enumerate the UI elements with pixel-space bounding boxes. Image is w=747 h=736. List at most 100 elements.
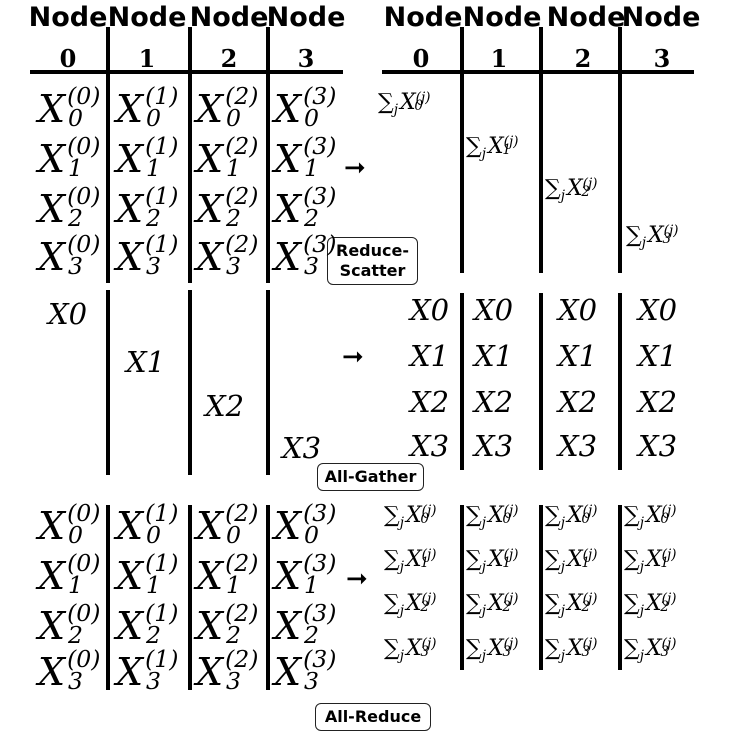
- ar-output-sum1-node3-sigma: ∑: [624, 547, 640, 572]
- ar-output-sum3-node3-sum-index: j: [639, 647, 644, 664]
- ar-output-sum2-node1-x: X: [487, 591, 504, 616]
- ar-output-sum3-node1-sup: (j): [503, 635, 519, 652]
- ar-output-sum1-node2-sum-index: j: [560, 558, 565, 575]
- ar-output-sum1-node3-x: X: [645, 547, 662, 572]
- rs-output-sum0-sup: (j): [415, 89, 431, 106]
- rs-input-x3-node2-sup: (2): [225, 230, 259, 259]
- ar-output-sum1-node0-sub: 1: [420, 555, 429, 572]
- ar-output-sum2-node1-sub: 2: [502, 599, 511, 616]
- ar-output-sum2-node3-sum-index: j: [639, 602, 644, 619]
- ar-input-x0-node3-sup: (3): [303, 499, 337, 528]
- ar-output-sum3-node3: ∑jX(j)3: [624, 635, 677, 663]
- ar-output-sum2-node2-sum-index: j: [560, 602, 565, 619]
- rs-output-sum3: ∑jX(j)3: [626, 223, 678, 250]
- ar-input-x1-node0-sup: (0): [67, 549, 101, 578]
- ar-input-x3-node1-sup: (1): [145, 645, 179, 674]
- rs-input-x1-node1-base: X: [116, 137, 144, 181]
- ar-input-x0-node2-sup: (2): [225, 499, 259, 528]
- rs-input-x3-node3-base: X: [274, 235, 302, 279]
- ar-output-sum0-node0-sum-index: j: [399, 514, 404, 531]
- ar-output-sum3-node3-sub: 3: [660, 644, 669, 661]
- all-gather-label: All-Gather: [317, 463, 424, 491]
- ar-output-sum0-node3-sub: 0: [660, 511, 669, 528]
- ar-output-sum2-node1-sup: (j): [503, 590, 519, 607]
- ar-input-x3-node0-sup: (0): [67, 645, 101, 674]
- ag-output-x2-node0: X2: [410, 385, 450, 419]
- ar-input-x3-node3-sub: 3: [304, 666, 319, 695]
- ag-output-x2-node1: X2: [474, 385, 514, 419]
- ag-input-x2: X2: [205, 389, 245, 423]
- ar-output-sum3-node0-sup: (j): [421, 635, 437, 652]
- ar-input-x1-node1-sup: (1): [145, 549, 179, 578]
- rs-input-x2-node0-sup: (0): [67, 182, 101, 211]
- ar-output-sum2-node0-sup: (j): [421, 590, 437, 607]
- rs-input-x1-node0-sup: (0): [67, 132, 101, 161]
- ar-output-sum1-node1-sup: (j): [503, 546, 519, 563]
- ar-input-x3-node0: X(0)3: [38, 648, 100, 693]
- ar-output-sum3-node0-sigma: ∑: [384, 636, 400, 661]
- ar-output-sum3-node3-sup: (j): [661, 635, 677, 652]
- ar-output-sum1-node1-sigma: ∑: [466, 547, 482, 572]
- rs-input-x1-node2: X(2)1: [196, 135, 258, 180]
- ar-input-x0-node1-base: X: [116, 504, 144, 548]
- ag-output-x2-node3: X2: [638, 385, 678, 419]
- ar-output-sum0-node0-sup: (j): [421, 502, 437, 519]
- ar-input-x2-node2-sup: (2): [225, 599, 259, 628]
- right-node-index-1: 1: [490, 44, 508, 73]
- ar-output-sum2-node0-sum-index: j: [399, 602, 404, 619]
- rs-output-sum3-x: X: [647, 223, 664, 248]
- ar-output-sum3-node2-x: X: [566, 636, 583, 661]
- ar-input-x2-node2-sub: 2: [226, 620, 241, 649]
- rs-output-sum1-sub: 1: [502, 142, 511, 159]
- rs-input-x0-node0: X(0)0: [38, 85, 100, 132]
- rs-output-sum3-sum-index: j: [641, 234, 646, 251]
- rs-output-sum2-sigma: ∑: [545, 176, 561, 201]
- ar-output-sum3-node2-sub: 3: [581, 644, 590, 661]
- ag-output-x0-node3: X0: [638, 293, 678, 327]
- ag-output-x2-node2: X2: [558, 385, 598, 419]
- ar-output-sum1-node1-sub: 1: [502, 555, 511, 572]
- rs-input-x0-node1: X(1)0: [116, 85, 178, 130]
- rs-output-sum3-sub: 3: [662, 231, 671, 248]
- rs-output-sum2-sum-index: j: [560, 187, 565, 204]
- ar-input-x2-node3-sub: 2: [304, 620, 319, 649]
- ar-output-sum3-node3-x: X: [645, 636, 662, 661]
- rs-output-sum0-x: X: [399, 90, 416, 115]
- ar-input-x3-node2-sub: 3: [226, 666, 241, 695]
- ar-input-x2-node0-base: X: [38, 604, 66, 648]
- all-reduce-label: All-Reduce: [315, 703, 431, 731]
- ar-output-sum2-node1-sigma: ∑: [466, 591, 482, 616]
- rs-input-x2-node0-base: X: [38, 187, 66, 231]
- ar-input-x2-node1-base: X: [116, 604, 144, 648]
- ag-input-x1: X1: [126, 345, 166, 379]
- ar-output-sum0-node2-sigma: ∑: [545, 503, 561, 528]
- rs-output-sum1-sup: (j): [503, 133, 519, 150]
- ar-input-x2-node1: X(1)2: [116, 602, 178, 648]
- ar-output-sum2-node0: ∑jX(j)2: [384, 590, 437, 618]
- rs-input-x0-node1-sup: (1): [145, 82, 179, 111]
- rs-input-x1-node3-base: X: [274, 137, 302, 181]
- right-node-header-2: Node: [546, 2, 626, 33]
- ar-output-sum2-node0-sub: 2: [420, 599, 429, 616]
- rs-output-sum3-sigma: ∑: [626, 223, 642, 248]
- rs-input-x1-node0-base: X: [38, 137, 66, 181]
- ar-output-sum3-node2: ∑jX(j)3: [545, 636, 597, 663]
- ar-output-sum3-node0-sub: 3: [420, 644, 429, 661]
- left-node-header-0: Node: [28, 2, 108, 33]
- ar-output-sum0-node0: ∑jX(j)0: [384, 502, 437, 530]
- ar-output-sum0-node1-sub: 0: [502, 511, 511, 528]
- ar-output-sum2-node2-x: X: [566, 591, 583, 616]
- ar-output-sum0-node2-x: X: [566, 503, 583, 528]
- rs-input-x0-node0-sub: 0: [68, 103, 83, 132]
- rs-output-sum2-x: X: [566, 176, 583, 201]
- ar-output-sum2-node3-x: X: [645, 591, 662, 616]
- ar-output-sum3-node0-sum-index: j: [399, 647, 404, 664]
- rs-input-x2-node3-sup: (3): [303, 182, 337, 211]
- ar-input-x2-node0: X(0)2: [38, 602, 100, 648]
- ar-input-x1-node2: X(2)1: [196, 552, 258, 597]
- rs-input-x3-node3-sub: 3: [304, 251, 319, 280]
- rs-input-x3-node1-sub: 3: [146, 251, 161, 280]
- ag-output-x3-node0: X3: [410, 429, 450, 463]
